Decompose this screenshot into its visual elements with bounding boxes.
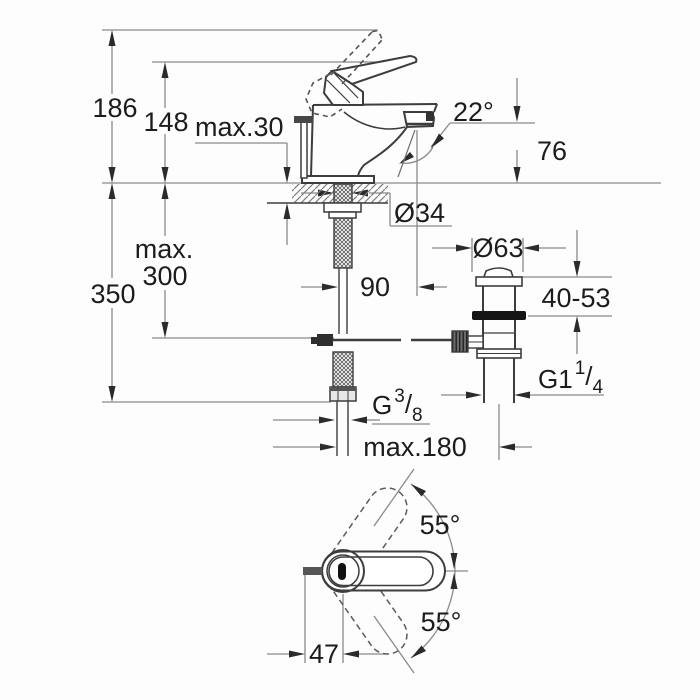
dim-spout-height: 76 — [537, 136, 567, 166]
dim-deck-max: max.30 — [195, 112, 284, 142]
dim-height-total: 186 — [92, 93, 137, 123]
dim-rod-max-2: 300 — [142, 261, 187, 291]
dim-swivel-lower: 55° — [421, 607, 462, 637]
dim-projection: 90 — [360, 272, 390, 302]
spout-aerator — [397, 111, 436, 178]
counter-hatch-left — [292, 184, 334, 203]
dim-swivel-upper: 55° — [420, 510, 461, 540]
dim-hose-length: 350 — [90, 279, 135, 309]
dim-handle-offset: 47 — [309, 639, 339, 669]
dim-rod-max-1: max. — [135, 234, 194, 264]
dimension-arrows — [108, 30, 581, 658]
popup-pull-rod — [294, 116, 313, 179]
faucet-lever — [322, 54, 418, 106]
counter-hatch-right — [352, 184, 388, 203]
handle-top-view — [303, 549, 446, 593]
dimension-labels: 186 148 max.30 22° 76 Ø34 Ø63 max. 300 3… — [90, 93, 610, 669]
supply-hose-assembly — [311, 183, 362, 456]
dimension-lines — [102, 29, 661, 674]
dim-clamp-range: 40-53 — [541, 283, 610, 313]
drain-adjust-knob — [451, 330, 469, 353]
dim-spout-angle: 22° — [453, 97, 494, 127]
rod-top-view — [303, 567, 322, 575]
dim-hole-dia: Ø34 — [394, 198, 445, 228]
side-view — [267, 30, 526, 456]
dim-cap-dia: Ø63 — [472, 233, 523, 263]
top-view — [303, 487, 446, 655]
faucet-lever-raised-dashed — [305, 30, 383, 118]
dim-offset-max: max.180 — [363, 432, 467, 462]
dim-height-lever: 148 — [143, 107, 188, 137]
handle-slot — [338, 563, 346, 580]
popup-waste-drain — [451, 267, 526, 403]
